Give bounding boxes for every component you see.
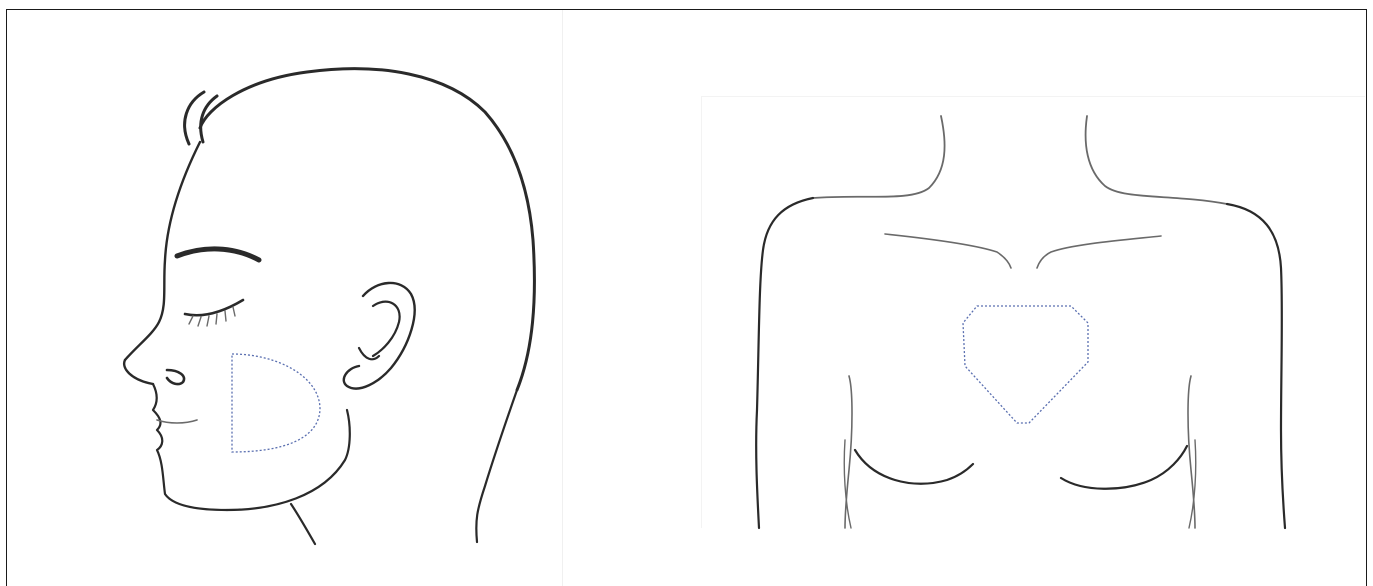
ear (344, 283, 415, 389)
right-shoulder-arm (1227, 204, 1285, 528)
clavicle-right (1037, 236, 1161, 268)
torso-panel (563, 10, 1367, 586)
nostril (167, 370, 184, 384)
eyebrow (177, 249, 259, 260)
figure-frame (6, 9, 1367, 586)
breast-contour-left (855, 450, 973, 484)
sternum-zone-outline (963, 306, 1088, 423)
jawline (227, 410, 350, 510)
left-shoulder-arm (756, 198, 813, 528)
torso-side-right (1188, 376, 1195, 528)
back-of-head (476, 390, 517, 542)
clavicle-left (885, 234, 1011, 268)
neck-right (1086, 116, 1227, 204)
torso-illustration (563, 10, 1367, 586)
torso-side-left (845, 376, 852, 528)
mouth-line (157, 420, 197, 423)
breast-contour-right (1061, 446, 1187, 489)
ear-inner (359, 302, 400, 360)
lips-chin (153, 384, 227, 510)
neck-left (813, 116, 945, 198)
neck-front (291, 504, 315, 544)
head-profile-illustration (7, 10, 562, 586)
hair-tuft (185, 92, 217, 144)
hair-contour (200, 69, 534, 390)
nose (124, 360, 153, 384)
cheek-zone-outline (232, 354, 320, 452)
head-profile-panel (7, 10, 562, 586)
